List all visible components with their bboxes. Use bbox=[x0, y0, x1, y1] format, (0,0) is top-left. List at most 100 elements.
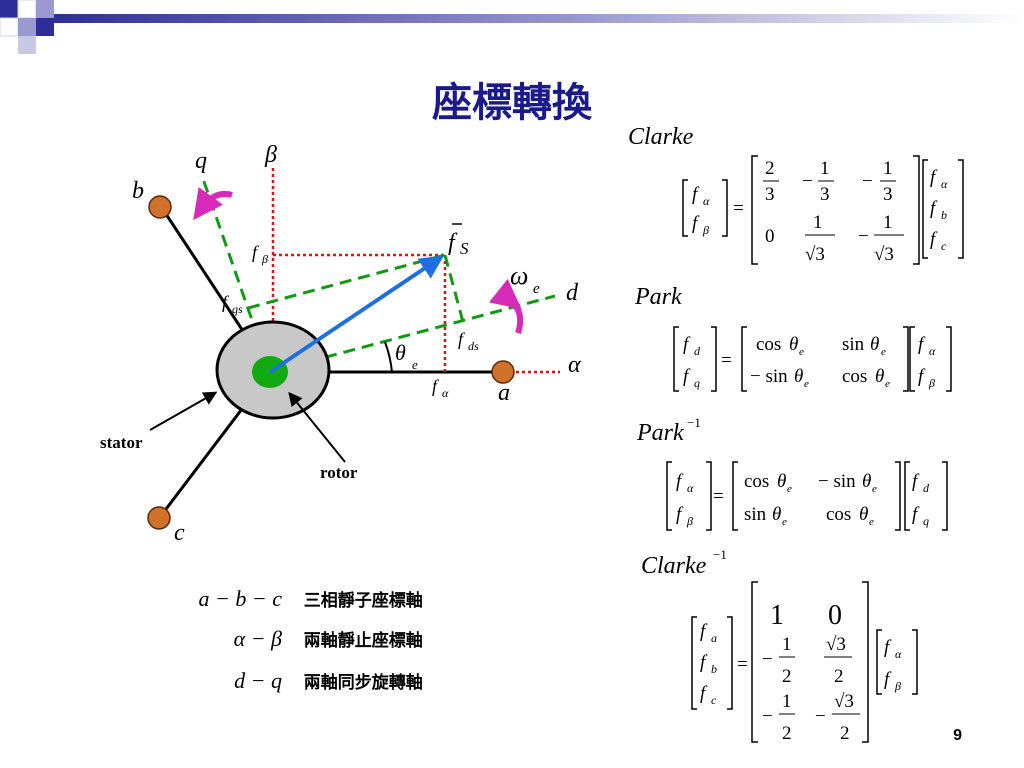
label-omega: ω bbox=[510, 261, 528, 290]
label-c: c bbox=[174, 520, 185, 546]
svg-text:c: c bbox=[711, 693, 717, 707]
svg-text:e: e bbox=[885, 378, 890, 390]
label-rotor: rotor bbox=[320, 463, 358, 482]
svg-text:c: c bbox=[941, 239, 947, 253]
f-ds-projection bbox=[443, 254, 465, 323]
label-beta: β bbox=[264, 142, 277, 168]
vector-fs bbox=[268, 255, 444, 374]
deco-square bbox=[0, 0, 18, 18]
svg-text:f: f bbox=[884, 637, 892, 658]
svg-text:α: α bbox=[687, 481, 694, 495]
svg-text:e: e bbox=[804, 378, 809, 390]
svg-text:f: f bbox=[912, 471, 920, 492]
omega-rotation-arrow bbox=[488, 278, 524, 334]
label-b: b bbox=[132, 178, 144, 204]
label-a: a bbox=[498, 380, 510, 406]
label-f-qs-sub: qs bbox=[232, 302, 243, 316]
svg-text:β: β bbox=[928, 376, 935, 390]
svg-text:θ: θ bbox=[875, 366, 884, 387]
label-fs-sub: S bbox=[460, 239, 469, 258]
svg-text:f: f bbox=[912, 504, 920, 525]
eq-clarke-inv-sup: −1 bbox=[713, 547, 727, 562]
legend-symbol: α − β bbox=[233, 626, 282, 651]
svg-text:√3: √3 bbox=[874, 244, 894, 265]
terminal-a bbox=[491, 360, 515, 384]
svg-text:3: 3 bbox=[820, 184, 830, 205]
svg-text:f: f bbox=[676, 471, 684, 492]
svg-text:b: b bbox=[711, 662, 717, 676]
svg-text:2: 2 bbox=[782, 723, 792, 744]
svg-text:f: f bbox=[700, 683, 708, 704]
svg-text:cos: cos bbox=[744, 471, 769, 492]
svg-text:e: e bbox=[872, 483, 877, 495]
svg-text:d: d bbox=[923, 481, 930, 495]
svg-text:θ: θ bbox=[772, 504, 781, 525]
svg-text:3: 3 bbox=[765, 184, 775, 205]
eq-park-label: Park bbox=[634, 284, 682, 310]
label-f-beta-sub: β bbox=[261, 252, 268, 266]
legend-row-abc: a − b − c 三相靜子座標軸 bbox=[172, 586, 423, 612]
label-d: d bbox=[566, 280, 579, 306]
svg-text:0: 0 bbox=[765, 226, 775, 247]
label-theta-sub: e bbox=[412, 357, 418, 372]
svg-text:1: 1 bbox=[813, 212, 823, 233]
svg-text:β: β bbox=[686, 514, 693, 528]
svg-text:−: − bbox=[762, 706, 773, 727]
legend-text: 三相靜子座標軸 bbox=[303, 591, 423, 611]
legend-symbol: a − b − c bbox=[198, 586, 282, 611]
legend-text: 兩軸靜止座標軸 bbox=[303, 631, 423, 651]
svg-text:−: − bbox=[815, 706, 826, 727]
label-q: q bbox=[195, 148, 207, 174]
svg-text:b: b bbox=[941, 208, 947, 222]
svg-text:cos: cos bbox=[756, 334, 781, 355]
label-f-ds: f bbox=[458, 329, 466, 349]
svg-text:3: 3 bbox=[883, 184, 893, 205]
svg-text:e: e bbox=[869, 516, 874, 528]
label-f-qs: f bbox=[222, 292, 230, 312]
eq-clarke-label: Clarke bbox=[628, 124, 694, 150]
svg-text:d: d bbox=[694, 344, 701, 358]
svg-text:sin: sin bbox=[744, 504, 767, 525]
label-f-alpha: f bbox=[432, 376, 440, 396]
svg-text:2: 2 bbox=[840, 723, 850, 744]
svg-text:e: e bbox=[799, 346, 804, 358]
svg-text:q: q bbox=[694, 376, 700, 390]
svg-text:α: α bbox=[895, 647, 902, 661]
page-title: 座標轉換 bbox=[432, 79, 592, 126]
svg-text:1: 1 bbox=[883, 158, 893, 179]
svg-text:sin: sin bbox=[842, 334, 865, 355]
svg-text:√3: √3 bbox=[826, 634, 846, 655]
svg-text:−: − bbox=[802, 171, 813, 192]
svg-text:f: f bbox=[692, 213, 700, 234]
svg-text:2: 2 bbox=[782, 666, 792, 687]
svg-text:β: β bbox=[702, 223, 709, 237]
svg-text:α: α bbox=[929, 344, 936, 358]
page-number: 9 bbox=[953, 727, 962, 744]
svg-text:f: f bbox=[700, 621, 708, 642]
svg-text:−: − bbox=[862, 171, 873, 192]
label-theta: θ bbox=[395, 340, 406, 365]
svg-text:√3: √3 bbox=[834, 691, 854, 712]
svg-text:β: β bbox=[894, 679, 901, 693]
svg-text:θ: θ bbox=[789, 334, 798, 355]
svg-text:f: f bbox=[683, 334, 691, 355]
svg-text:− sin: − sin bbox=[750, 366, 788, 387]
label-omega-sub: e bbox=[533, 281, 540, 297]
svg-text:f: f bbox=[700, 652, 708, 673]
header-decoration bbox=[0, 0, 1024, 54]
header-bar bbox=[52, 14, 1024, 23]
svg-text:f: f bbox=[676, 504, 684, 525]
svg-text:f: f bbox=[918, 366, 926, 387]
svg-text:1: 1 bbox=[782, 634, 792, 655]
svg-text:1: 1 bbox=[770, 600, 784, 631]
svg-text:1: 1 bbox=[883, 212, 893, 233]
svg-text:=: = bbox=[733, 198, 744, 219]
label-fs: f bbox=[448, 230, 458, 256]
svg-text:θ: θ bbox=[859, 504, 868, 525]
svg-text:q: q bbox=[923, 514, 929, 528]
